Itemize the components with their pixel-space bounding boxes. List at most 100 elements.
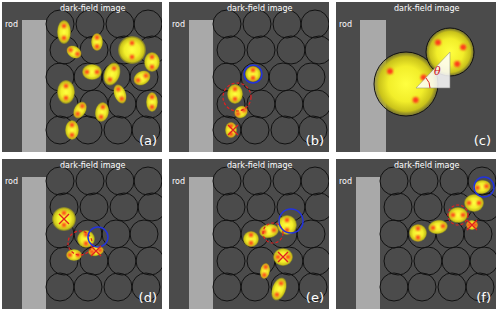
grain-outline [213, 220, 241, 248]
grain-outline [74, 273, 102, 301]
rod-bar [356, 177, 380, 309]
panel-letter: (a) [139, 134, 157, 147]
bright-particle [268, 275, 289, 302]
grain-outline [136, 247, 162, 275]
panel-letter: (b) [306, 134, 324, 147]
grain-outline [136, 90, 162, 118]
grain-outline [438, 273, 466, 301]
grain-outline [74, 63, 102, 91]
grain-outline [297, 63, 325, 91]
rod-label: rod [5, 21, 18, 29]
panel-letter: (e) [306, 291, 324, 304]
bright-particle [66, 249, 82, 261]
image-title: dark-field image [60, 162, 126, 170]
bright-particle [225, 122, 237, 138]
grain-outline [410, 167, 438, 195]
grain-outline [80, 193, 108, 221]
bright-particle [259, 262, 272, 279]
rod-label: rod [5, 178, 18, 186]
grain-outline [305, 193, 329, 221]
grain-outline [213, 167, 241, 195]
grain-outline [46, 273, 74, 301]
panel-letter: (f) [476, 291, 491, 304]
grain-outline [247, 90, 275, 118]
grain-outline [408, 273, 436, 301]
image-panel [336, 2, 496, 152]
grain-outline [277, 36, 305, 64]
angle-label: θ [434, 66, 441, 77]
grain-outline [46, 167, 74, 195]
grain-outline [213, 273, 241, 301]
bright-particle [57, 20, 71, 44]
grain-outline [106, 10, 134, 38]
grain-outline [384, 193, 412, 221]
bright-particle [146, 92, 158, 112]
bright-particle [258, 222, 280, 239]
bright-particle [245, 66, 261, 82]
bright-particle [65, 120, 79, 140]
rod-bar [189, 20, 213, 152]
bright-particle [448, 207, 468, 223]
grain-outline [110, 193, 138, 221]
bright-particle [64, 43, 84, 61]
grain-outline [414, 193, 442, 221]
bright-particle [118, 36, 146, 64]
image-title: dark-field image [60, 5, 126, 13]
grain-outline [414, 247, 442, 275]
rod-bar [22, 20, 46, 152]
grain-outline [303, 247, 329, 275]
grain-outline [380, 273, 408, 301]
image-panel [169, 159, 329, 309]
grain-outline [470, 247, 496, 275]
grain-outline [217, 193, 245, 221]
rod-label: rod [172, 178, 185, 186]
grain-outline [213, 10, 241, 38]
grain-outline [241, 63, 269, 91]
grain-outline [243, 10, 271, 38]
image-title: dark-field image [394, 5, 460, 13]
image-title: dark-field image [394, 162, 460, 170]
bright-particle [93, 101, 110, 123]
grain-outline [106, 167, 134, 195]
grain-outline [384, 247, 412, 275]
grain-outline [464, 220, 492, 248]
grain-outline [80, 247, 108, 275]
rod-label: rod [339, 21, 352, 29]
rod-label: rod [172, 21, 185, 29]
panel-letter: (d) [139, 291, 157, 304]
grain-outline [269, 63, 297, 91]
grain-outline [303, 90, 329, 118]
grain-outline [76, 167, 104, 195]
grain-outline [104, 116, 132, 144]
grain-outline [76, 10, 104, 38]
grain-outline [442, 247, 470, 275]
rod-bar [189, 177, 213, 309]
bright-particle [82, 64, 102, 80]
bright-particle [472, 179, 492, 196]
bright-particle [144, 52, 160, 72]
grain-outline [305, 36, 329, 64]
grain-outline [104, 273, 132, 301]
bright-particle [427, 218, 449, 235]
grain-outline [380, 167, 408, 195]
bright-particle [57, 80, 75, 104]
bright-particle [409, 224, 427, 242]
bright-particle [70, 99, 89, 121]
bright-particle [466, 220, 478, 230]
grain-outline [138, 193, 162, 221]
bright-particle [227, 84, 243, 104]
bright-particle [91, 33, 103, 51]
image-title: dark-field image [227, 162, 293, 170]
grain-outline [297, 220, 325, 248]
panel-letter: (c) [474, 134, 491, 147]
grain-outline [275, 90, 303, 118]
bright-particle [131, 67, 154, 88]
grain-outline [247, 193, 275, 221]
grain-outline [380, 220, 408, 248]
grain-outline [213, 116, 241, 144]
bright-particle [111, 83, 129, 106]
bright-particle [243, 231, 259, 247]
grain-outline [273, 10, 301, 38]
